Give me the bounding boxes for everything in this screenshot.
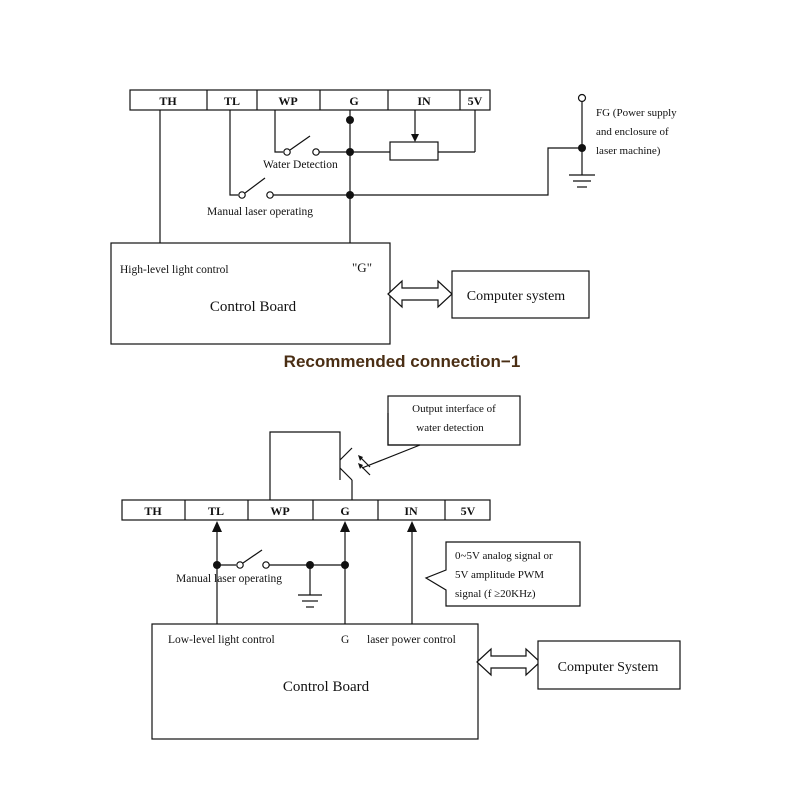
computer-system-label-1: Computer system [467, 289, 565, 304]
water-detection-label: Water Detection [263, 159, 338, 171]
fg-label-line-2: and enclosure of [596, 126, 669, 138]
control-board-label-1: Control Board [210, 299, 297, 315]
terminal-g-2: G [340, 504, 349, 518]
terminal-in: IN [417, 94, 431, 108]
terminal-g: G [349, 94, 358, 108]
output-interface-line-1: Output interface of [412, 403, 496, 415]
bidirectional-arrow-icon [476, 647, 541, 677]
manual-laser-label: Manual laser operating [207, 206, 313, 218]
terminal-strip-2: TH TL WP G IN 5V [121, 499, 491, 521]
terminal-5v: 5V [468, 94, 483, 108]
g-label-1: "G" [352, 260, 372, 275]
computer-system-label-2: Computer System [558, 660, 659, 675]
terminal-wp: WP [278, 94, 297, 108]
terminal-wp-2: WP [270, 504, 289, 518]
bidirectional-arrow-icon [387, 279, 453, 309]
switch-contact-icon [236, 561, 244, 569]
terminal-in-2: IN [404, 504, 418, 518]
laser-power-label: laser power control [367, 634, 456, 646]
caption: Recommended connection−1 [284, 352, 521, 371]
g-label-2: G [341, 634, 349, 646]
diagram-1: TH TL WP G IN 5V Manual laser operating … [110, 89, 677, 345]
control-board-2 [151, 623, 479, 740]
terminal-tl-2: TL [208, 504, 224, 518]
terminal-tl: TL [224, 94, 240, 108]
fg-label-line-1: FG (Power supply [596, 107, 677, 119]
computer-system-box-1 [451, 270, 590, 319]
ground-icon [569, 174, 595, 188]
switch-contact-icon [312, 148, 320, 156]
potentiometer-icon [389, 141, 439, 161]
control-board-1 [110, 242, 391, 345]
low-level-label: Low-level light control [168, 634, 275, 646]
output-interface-callout [387, 395, 521, 446]
switch-contact-icon [266, 191, 274, 199]
terminal-strip-1: TH TL WP G IN 5V [129, 89, 491, 111]
signal-note-line-3: signal (f ≥20KHz) [455, 588, 536, 600]
high-level-label: High-level light control [120, 264, 229, 276]
signal-note-line-1: 0~5V analog signal or [455, 550, 553, 562]
terminal-th-2: TH [144, 504, 162, 518]
manual-laser-label-2: Manual laser operating [176, 573, 282, 585]
signal-callout [424, 541, 581, 607]
output-interface-line-2: water detection [416, 422, 484, 434]
ground-icon [298, 594, 322, 608]
switch-contact-icon [262, 561, 270, 569]
terminal-5v-2: 5V [461, 504, 476, 518]
computer-system-box-2 [537, 640, 681, 690]
control-board-label-2: Control Board [283, 679, 370, 695]
switch-contact-icon [238, 191, 246, 199]
switch-contact-icon [283, 148, 291, 156]
signal-note-line-2: 5V amplitude PWM [455, 569, 544, 581]
fg-label-line-3: laser machine) [596, 145, 661, 157]
terminal-th: TH [159, 94, 177, 108]
fg-terminal-icon [577, 93, 587, 103]
diagram-2: Output interface of water detection TH T… [121, 395, 681, 740]
